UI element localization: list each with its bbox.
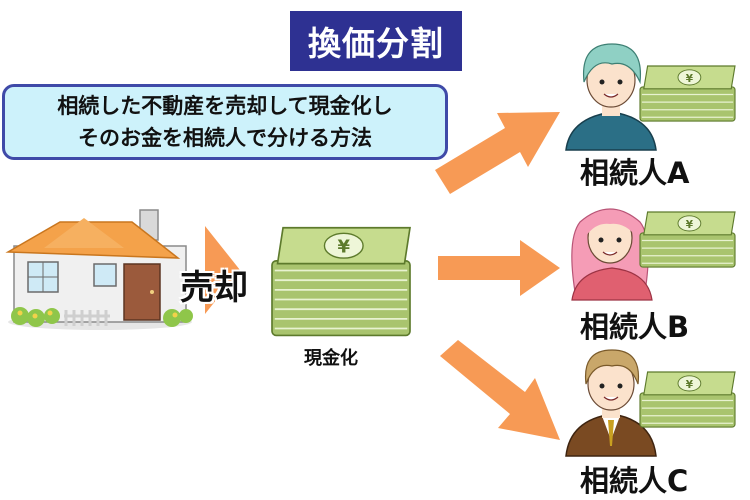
person-c-icon bbox=[565, 349, 657, 457]
svg-text:¥: ¥ bbox=[338, 237, 351, 258]
sale-label: 売却 bbox=[180, 268, 248, 308]
heir-label-a: 相続人A bbox=[580, 156, 690, 190]
description-box: 相続した不動産を売却して現金化し そのお金を相続人で分ける方法 bbox=[2, 84, 448, 160]
page-title: 換価分割 bbox=[308, 24, 444, 63]
heir-label-b: 相続人B bbox=[580, 310, 690, 344]
description-line-2: そのお金を相続人で分ける方法 bbox=[78, 126, 372, 150]
description-background bbox=[3, 85, 446, 158]
description-line-1: 相続した不動産を売却して現金化し bbox=[57, 94, 393, 118]
svg-text:¥: ¥ bbox=[686, 379, 694, 391]
person-b-icon bbox=[571, 208, 653, 301]
heir-label-c: 相続人C bbox=[580, 464, 689, 498]
svg-text:¥: ¥ bbox=[686, 219, 694, 231]
title-background bbox=[290, 11, 462, 71]
arrow-to-heir-a bbox=[435, 112, 560, 194]
arrow-to-heir-b bbox=[438, 240, 560, 296]
arrow-to-heir-c bbox=[440, 340, 560, 440]
house-icon bbox=[5, 209, 193, 330]
cash-stack-icon: ¥ bbox=[271, 226, 411, 337]
person-a-icon bbox=[565, 43, 657, 151]
cash-label: 現金化 bbox=[304, 348, 358, 369]
cash-stack-heir-c: ¥ bbox=[639, 371, 736, 428]
cash-stack-heir-b: ¥ bbox=[639, 211, 736, 268]
cash-stack-heir-a: ¥ bbox=[639, 65, 736, 122]
arrows bbox=[205, 112, 560, 440]
sale-arrow bbox=[205, 226, 240, 314]
svg-text:¥: ¥ bbox=[686, 73, 694, 85]
